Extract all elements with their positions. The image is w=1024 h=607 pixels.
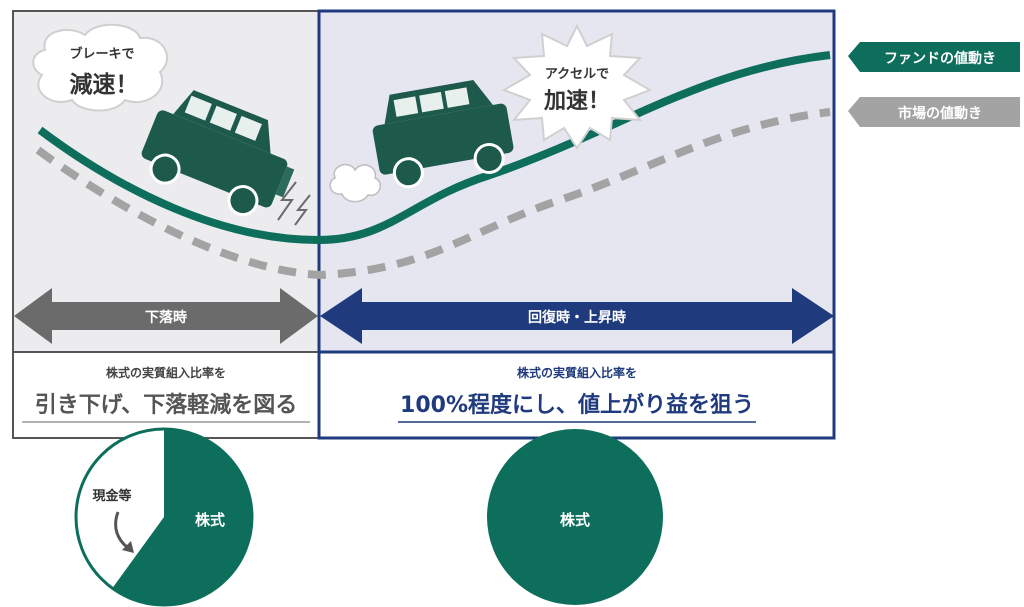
left-caption-large: 引き下げ、下落軽減を図る bbox=[35, 392, 297, 418]
fund-legend: ファンドの値動き bbox=[848, 42, 1020, 72]
right-caption-large: 100%程度にし、値上がり益を狙う bbox=[400, 392, 754, 418]
left-allocation-pie: 株式 現金等 bbox=[74, 427, 254, 607]
left-pie-stock-slice bbox=[112, 429, 253, 605]
right-allocation-pie: 株式 bbox=[487, 429, 663, 605]
accel-bubble-top-text: アクセルで bbox=[545, 67, 609, 82]
brake-car-icon bbox=[141, 90, 295, 217]
accel-bubble-main-text: 加速！ bbox=[543, 88, 610, 114]
accel-bubble: アクセルで 加速！ bbox=[501, 23, 653, 150]
brake-bubble-main-text: 減速！ bbox=[70, 71, 139, 98]
exhaust-cloud-icon bbox=[329, 163, 382, 203]
rising-period-arrow bbox=[320, 288, 834, 344]
falling-period-label: 下落時 bbox=[145, 309, 187, 326]
fund-movement-line bbox=[37, 51, 831, 245]
rising-period-label: 回復時・上昇時 bbox=[528, 309, 626, 326]
fund-legend-label: ファンドの値動き bbox=[884, 50, 996, 67]
left-caption-small: 株式の実質組入比率を bbox=[106, 365, 226, 380]
lightning-icon bbox=[277, 181, 311, 226]
brake-bubble-top-text: ブレーキで bbox=[69, 46, 134, 62]
right-pie-stock-slice bbox=[487, 429, 663, 605]
left-pie-cash-label: 現金等 bbox=[92, 488, 131, 504]
market-legend: 市場の値動き bbox=[848, 97, 1020, 127]
curved-arrow-icon bbox=[114, 511, 129, 550]
market-movement-line bbox=[35, 108, 831, 280]
right-caption-box bbox=[317, 350, 836, 440]
accel-car-icon bbox=[372, 80, 514, 189]
brake-bubble: ブレーキで 減速！ bbox=[32, 23, 169, 112]
curved-arrow-head bbox=[122, 541, 134, 553]
left-pie-stock-label: 株式 bbox=[195, 511, 225, 529]
market-legend-label: 市場の値動き bbox=[898, 105, 982, 122]
left-caption-box bbox=[12, 351, 320, 439]
right-pie-stock-label: 株式 bbox=[560, 511, 590, 529]
right-caption-small: 株式の実質組入比率を bbox=[517, 365, 637, 380]
falling-period-arrow bbox=[14, 288, 318, 344]
